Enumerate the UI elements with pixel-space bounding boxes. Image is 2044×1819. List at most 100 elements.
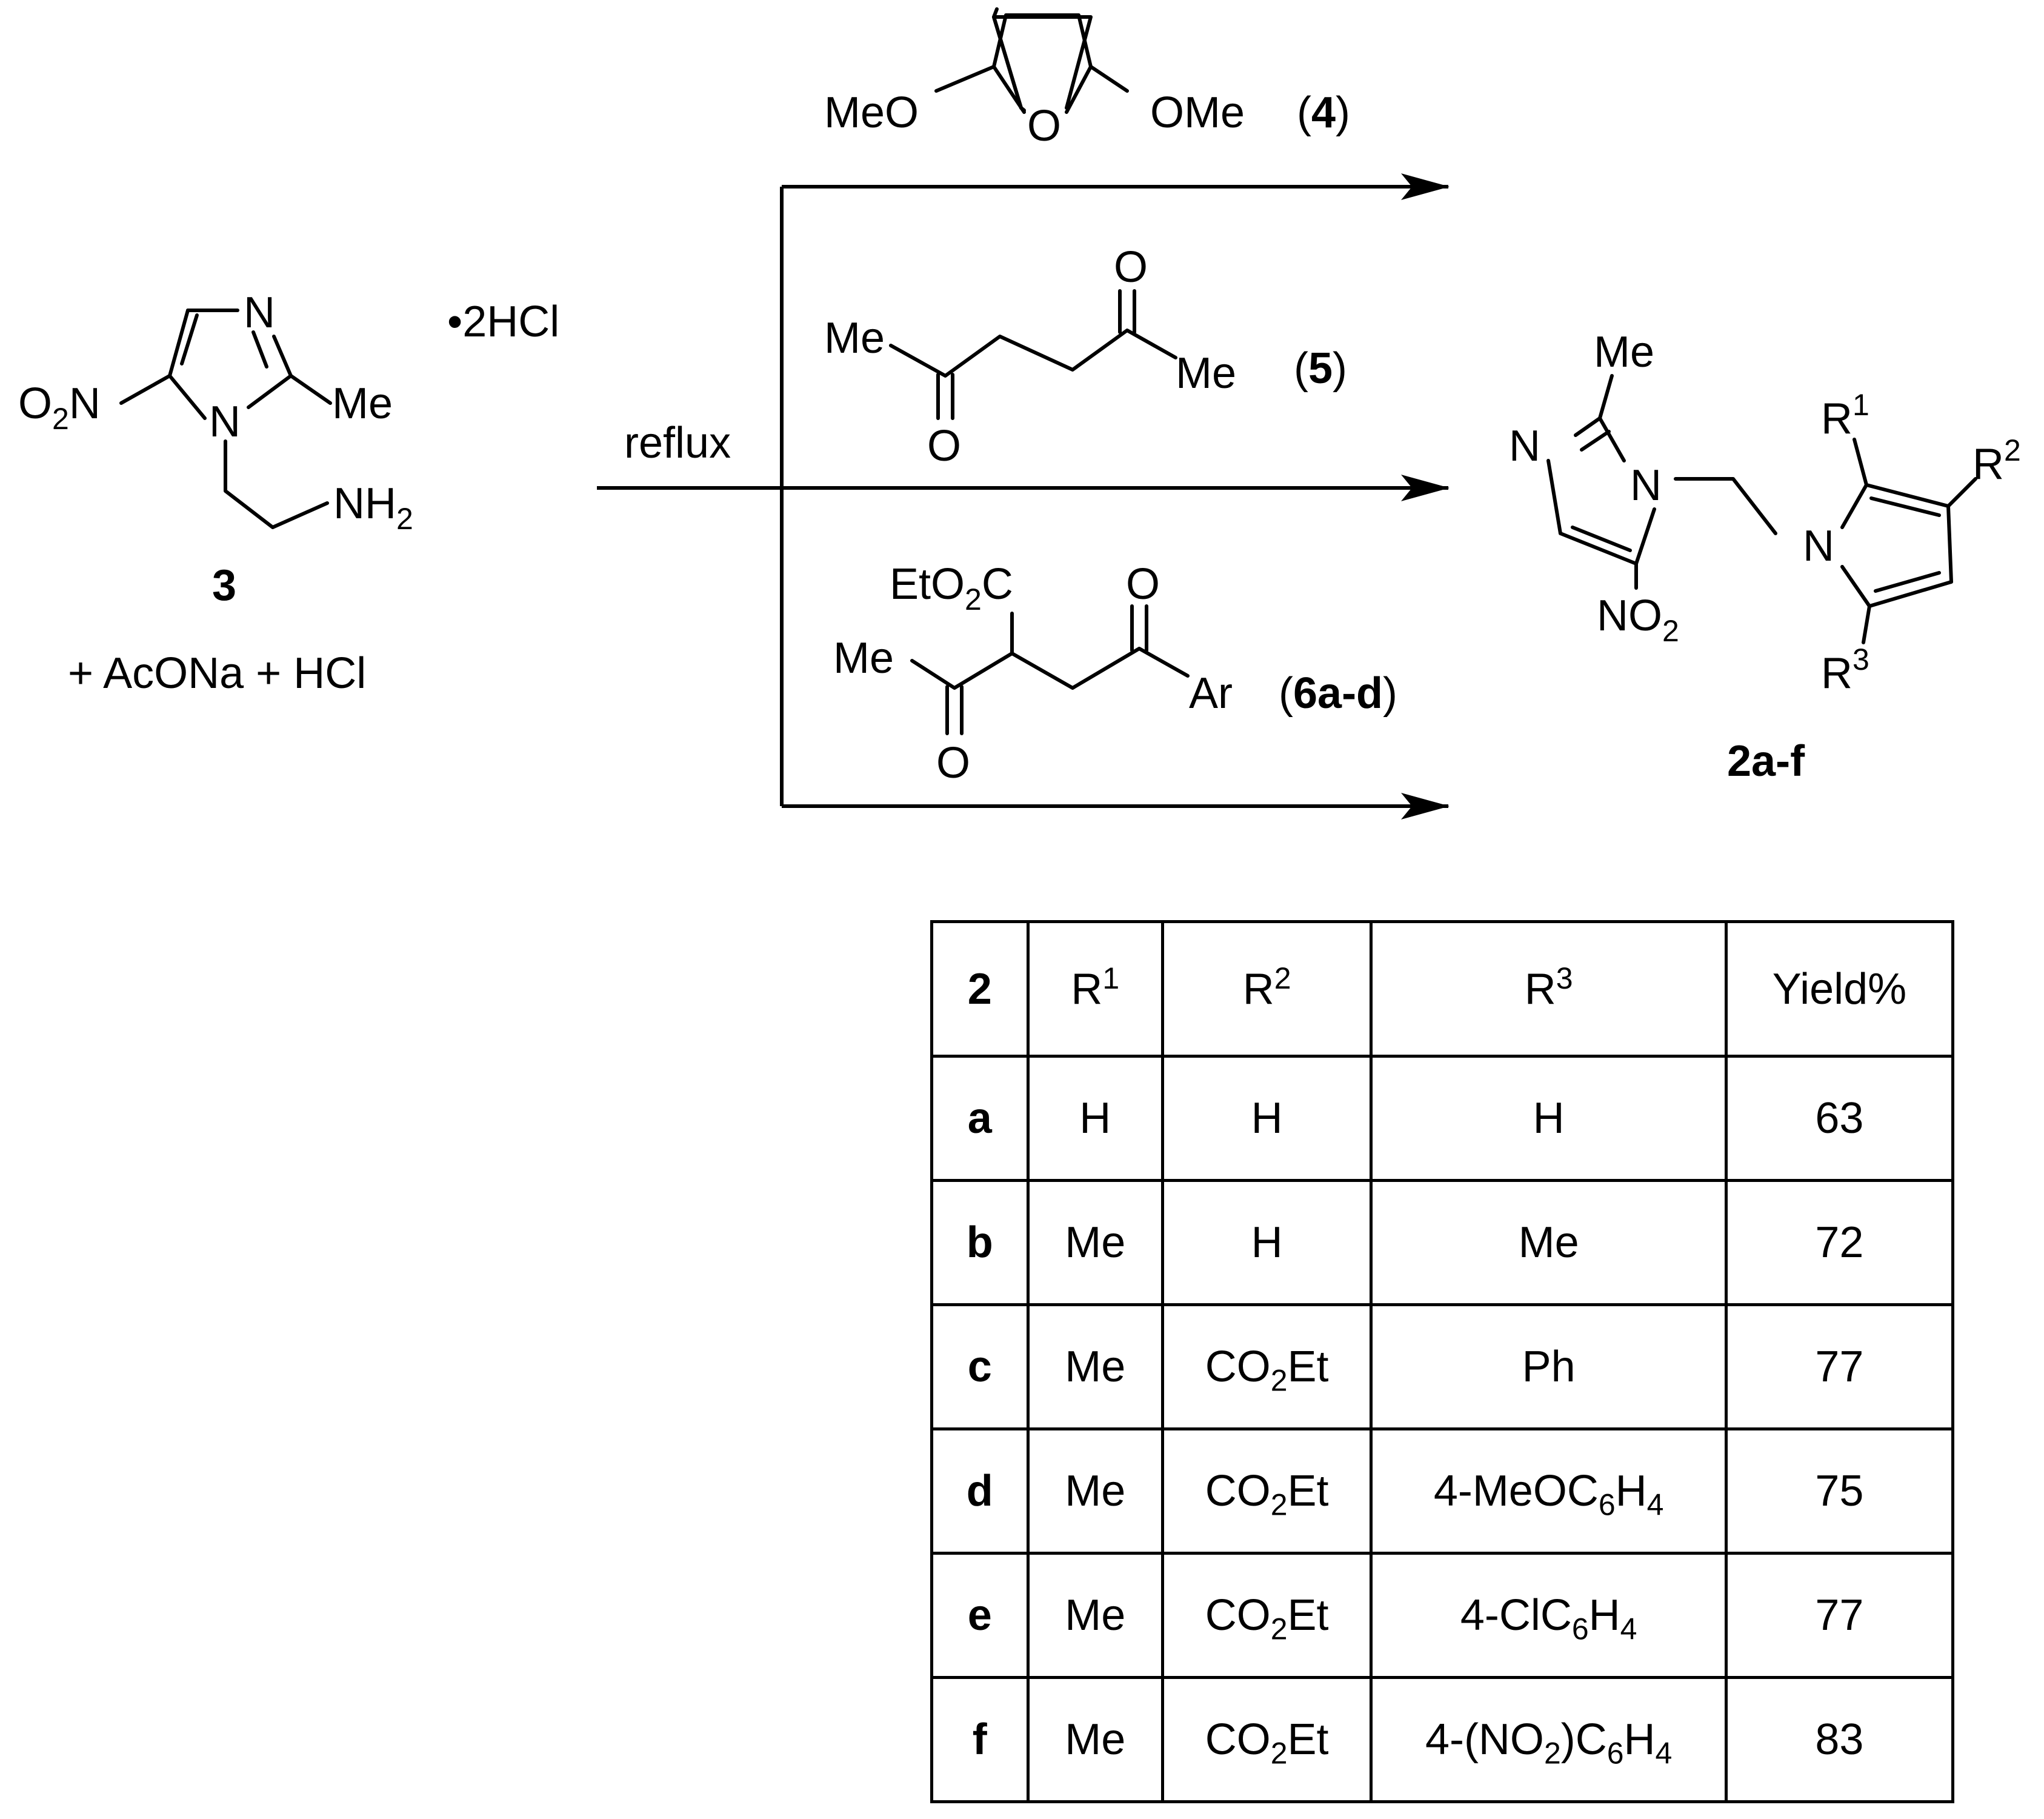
cell-yield: 75 (1724, 1427, 1955, 1555)
cell-yield: 63 (1724, 1055, 1955, 1182)
cell-r3: 4-MeOC6H4 (1370, 1427, 1728, 1555)
additives-label: + AcONa + HCl (68, 649, 366, 698)
cell-yield: 77 (1724, 1552, 1955, 1679)
cell-r2: H (1160, 1179, 1373, 1306)
cell-r3: Ph (1370, 1303, 1728, 1430)
r3-label: R3 (1821, 642, 1869, 698)
pyrrole-n-label: N (1803, 522, 1834, 570)
ring-bond (180, 313, 199, 365)
cell-r2: CO2Et (1160, 1552, 1373, 1679)
linker (1674, 477, 1777, 535)
yield-table: 2 R1 R2 R3 Yield% a H H H 63 b Me H Me 7… (930, 920, 1955, 1803)
ring-n-top: N (244, 289, 275, 337)
compound-number-3: 3 (212, 561, 236, 610)
cell-r2: CO2Et (1160, 1676, 1373, 1803)
table-row: f Me CO2Et 4-(NO2)C6H4 83 (930, 1676, 1955, 1803)
cell-r3: Me (1370, 1179, 1728, 1306)
compound-label-4: (4) (1297, 88, 1350, 137)
ring-bond (1559, 532, 1638, 566)
header-r1: R1 (1026, 920, 1164, 1058)
header-yield: Yield% (1724, 920, 1955, 1058)
cell-yield: 77 (1724, 1303, 1955, 1430)
imidazole-n3-label: N (1509, 422, 1540, 470)
pyrrole-bond (1874, 571, 1941, 593)
meo-label: MeO (824, 88, 919, 137)
table-row: d Me CO2Et 4-MeOC6H4 75 (930, 1427, 1955, 1555)
pyrrole-bond (1868, 580, 1953, 608)
product-number: 2a-f (1727, 737, 1805, 786)
ring-bond (1634, 507, 1656, 566)
meo-bond (934, 65, 996, 93)
table-row: e Me CO2Et 4-ClC6H4 77 (930, 1552, 1955, 1679)
reagent-4: MeO O OMe (4) (824, 7, 1350, 150)
me-label: Me (833, 634, 894, 683)
r1-label: R1 (1821, 388, 1869, 443)
cell-r1: Me (1026, 1552, 1164, 1679)
table-header-row: 2 R1 R2 R3 Yield% (930, 920, 1955, 1058)
reagent-5: Me O Me O (5) (824, 243, 1347, 470)
ring-o-left (992, 65, 1026, 114)
cell-compound: f (930, 1676, 1030, 1803)
ring-bond (272, 335, 293, 378)
ester-label: EtO2C (890, 560, 1013, 616)
o-bottom-label: O (936, 739, 970, 787)
methyl-label: Me (332, 379, 393, 428)
pyrrole-bond (1840, 483, 1868, 529)
chain-bond (224, 439, 329, 529)
thf-c-o (992, 7, 999, 19)
header-r2: R2 (1160, 920, 1373, 1058)
ring-bond (168, 309, 190, 378)
r1-bond (1853, 438, 1868, 487)
ring-bond (1598, 416, 1626, 462)
ar-label: Ar (1189, 669, 1233, 718)
ome-label: OMe (1150, 88, 1245, 137)
cell-r1: Me (1026, 1676, 1164, 1803)
header-compound: 2 (930, 920, 1030, 1058)
condition-label: reflux (624, 419, 731, 467)
nitro-label: NO2 (1597, 592, 1679, 648)
r2-label: R2 (1972, 433, 2021, 489)
cell-compound: d (930, 1427, 1030, 1555)
me-left-label: Me (824, 314, 885, 362)
nitro-label: O2N (18, 379, 101, 436)
cell-r3: H (1370, 1055, 1728, 1182)
ring-bond (1571, 526, 1632, 552)
methyl-bond (289, 374, 332, 405)
table-row: c Me CO2Et Ph 77 (930, 1303, 1955, 1430)
table-row: a H H H 63 (930, 1055, 1955, 1182)
thf-ring (992, 15, 1023, 110)
ring-bond (251, 330, 268, 369)
cell-compound: b (930, 1179, 1030, 1306)
ring-n-1: N (209, 398, 241, 446)
nitro-bond (119, 374, 171, 405)
cell-r1: Me (1026, 1179, 1164, 1306)
methyl-bond (1598, 374, 1614, 420)
ome-bond (1089, 65, 1129, 93)
cell-r1: Me (1026, 1303, 1164, 1430)
o-top-label: O (1126, 560, 1160, 609)
cell-r2: CO2Et (1160, 1303, 1373, 1430)
starting-material-3: N N Me O2N NH2 •2HCl 3 + AcONa + HCl (18, 289, 559, 698)
cell-compound: e (930, 1552, 1030, 1679)
ring-o-right (1065, 65, 1093, 114)
chain (910, 647, 1190, 690)
ring-bond (247, 374, 293, 409)
ring-bond (1574, 416, 1602, 437)
cell-r1: H (1026, 1055, 1164, 1182)
me-right-label: Me (1176, 349, 1236, 398)
cell-r3: 4-(NO2)C6H4 (1370, 1676, 1728, 1803)
pyrrole-bond (1869, 496, 1941, 517)
ring-bond (168, 374, 207, 420)
pyrrole-bond (1946, 504, 1953, 584)
cell-yield: 83 (1724, 1676, 1955, 1803)
header-r3: R3 (1370, 920, 1728, 1058)
table-row: b Me H Me 72 (930, 1179, 1955, 1306)
ring-o-label: O (1027, 102, 1061, 150)
cell-r1: Me (1026, 1427, 1164, 1555)
pyrrole-bond (1840, 565, 1871, 608)
compound-label-6: (6a-d) (1279, 669, 1397, 718)
cell-r2: H (1160, 1055, 1373, 1182)
salt-label: •2HCl (447, 298, 559, 346)
methyl-label: Me (1594, 328, 1654, 376)
